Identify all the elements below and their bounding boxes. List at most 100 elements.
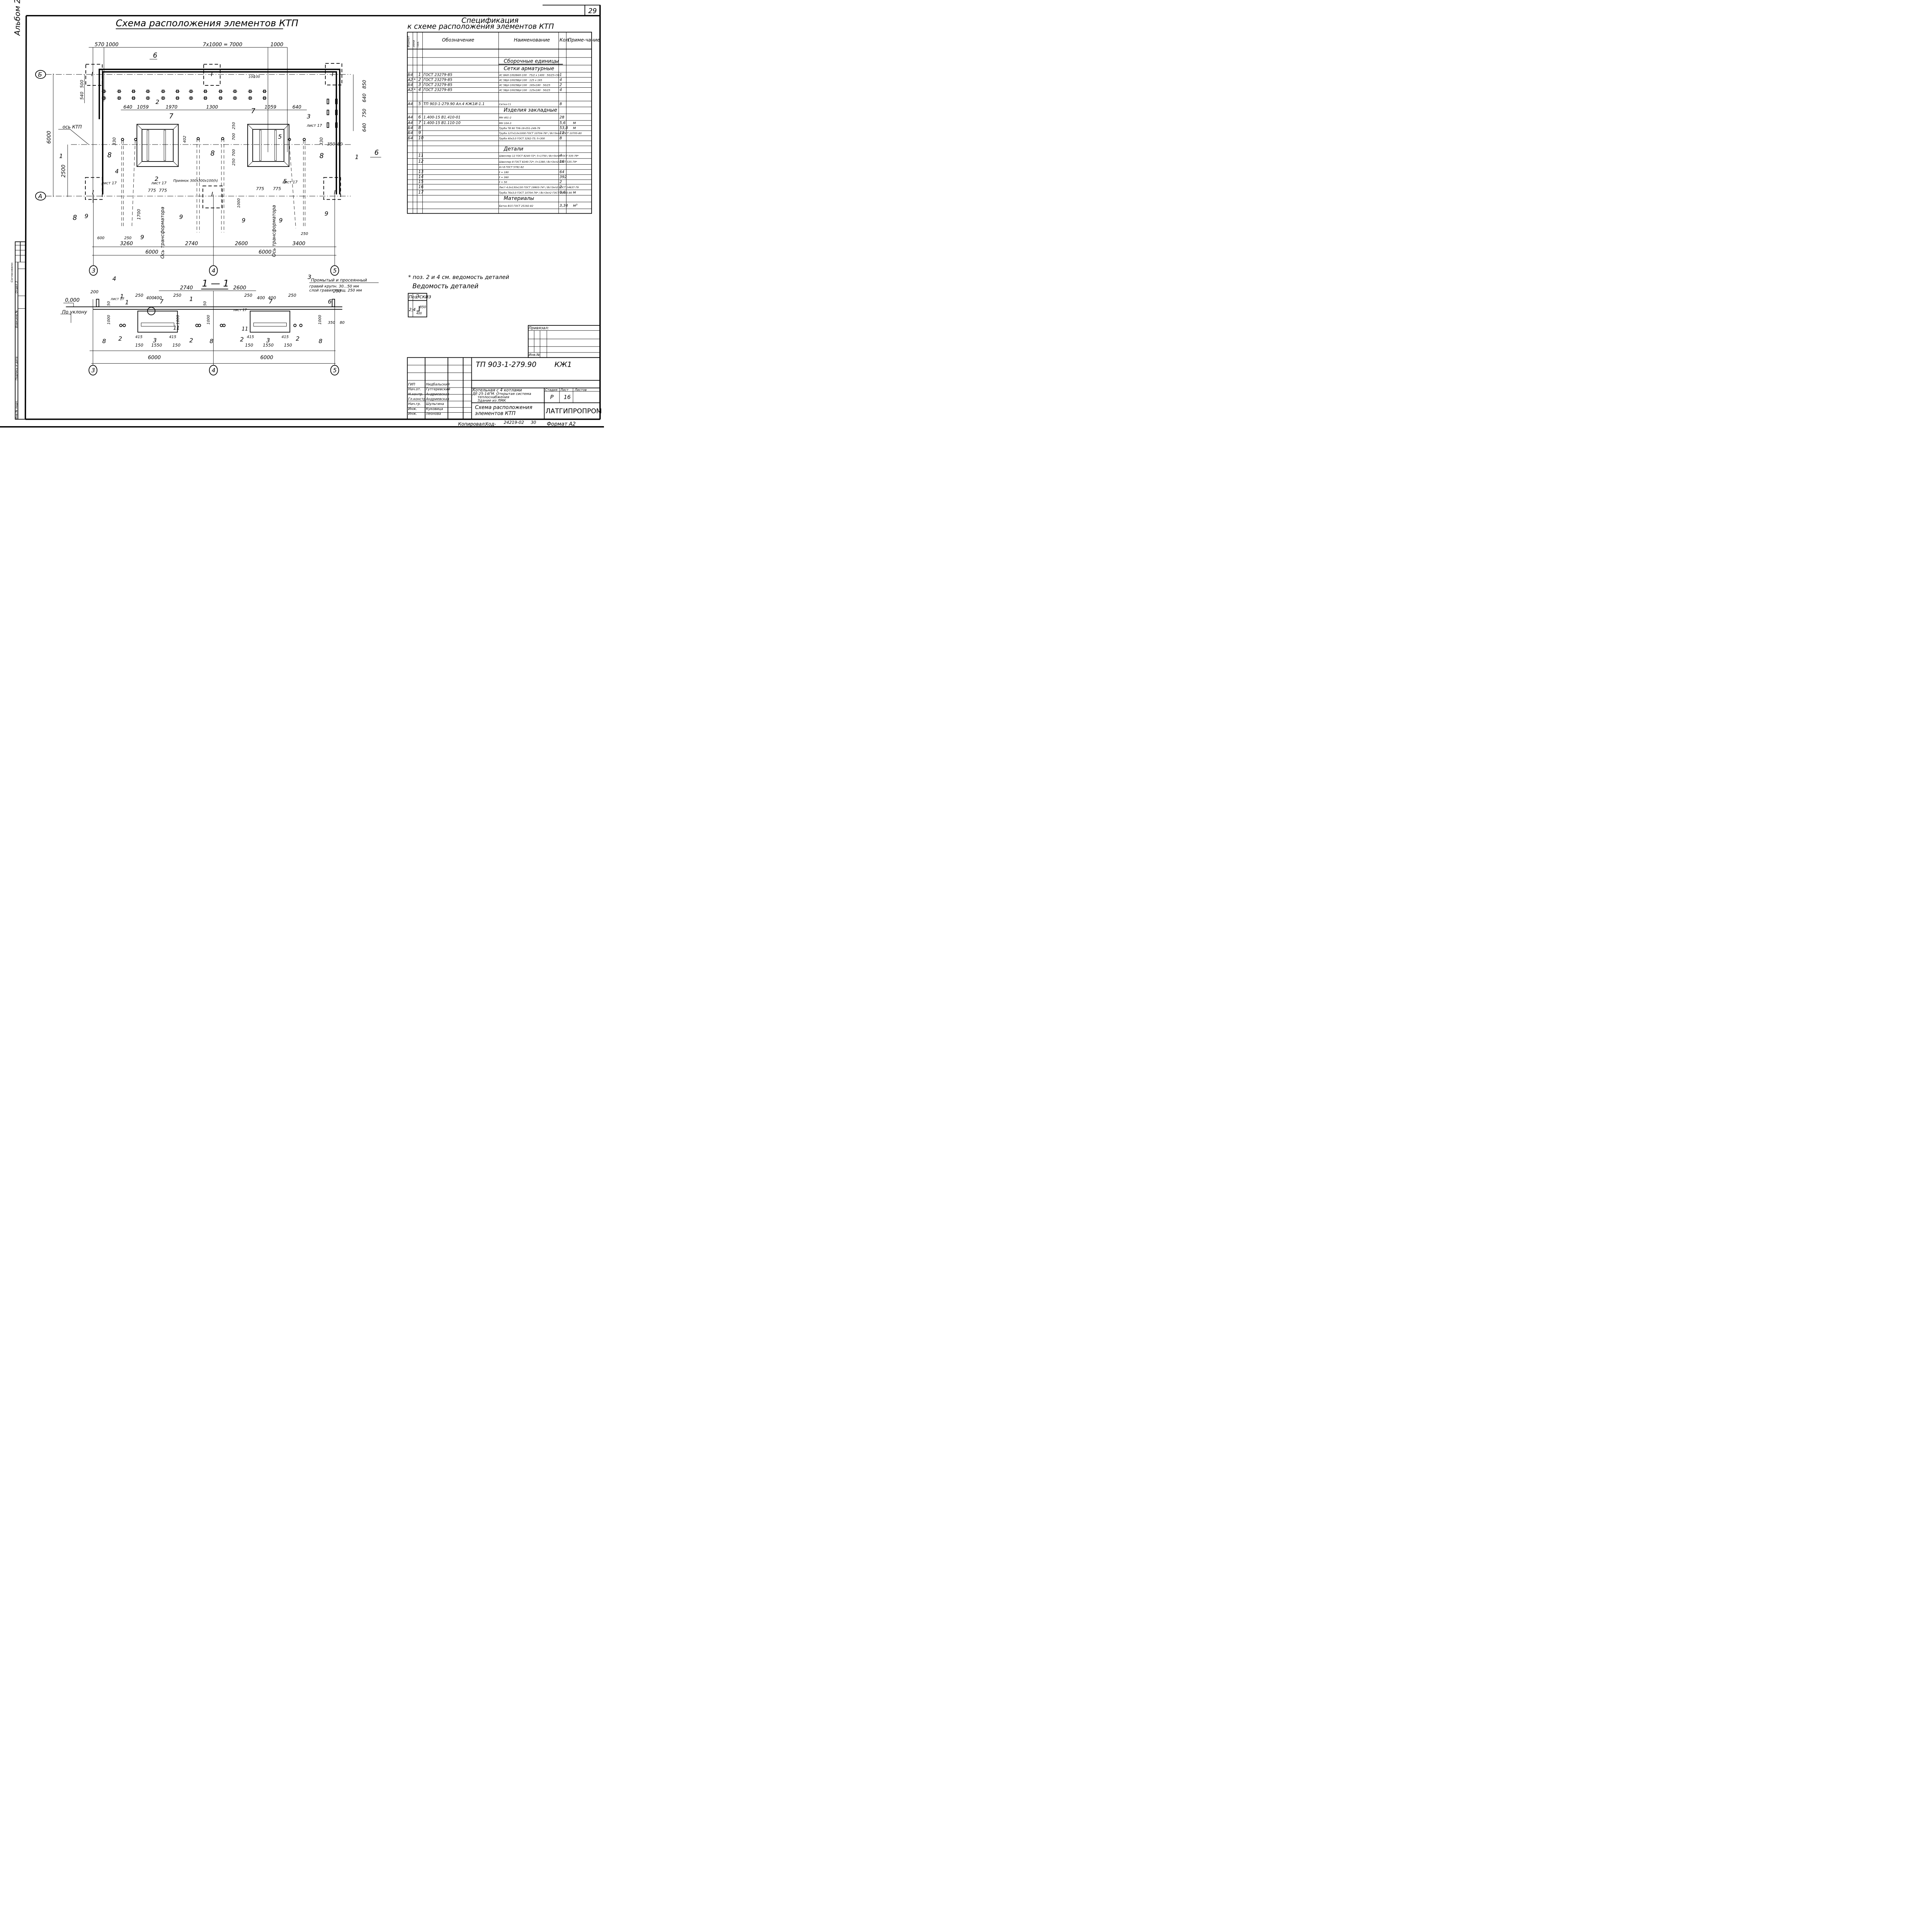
transformer-axis-right: Ось трансформатора bbox=[271, 205, 277, 257]
spec-qty: 28 bbox=[560, 116, 565, 120]
sec-dim-415-c: 415 bbox=[247, 335, 254, 339]
dim-80-r: 80 bbox=[337, 141, 343, 146]
embedded-plate bbox=[327, 99, 329, 104]
spec-pos: 16 bbox=[418, 185, 424, 189]
spec-name: ℓ = 180 bbox=[499, 171, 509, 174]
staff-row: Нач.гр.Шульгина bbox=[408, 402, 444, 406]
project-line-2: ДЕ-25-14ГМ. Открытая система bbox=[472, 392, 531, 396]
sheet-title-2: элементов КТП bbox=[475, 411, 515, 417]
spec-name: Лист 4,0х130х130 ГОСТ 19903-74* / Вст3кп… bbox=[499, 186, 579, 189]
transformer-axis-left: Ось трансформатора bbox=[160, 207, 165, 259]
details-title: Ведомость деталей bbox=[412, 282, 478, 290]
spec-designation: ГОСТ 23279-85 bbox=[423, 78, 452, 82]
sec-dim-350: 350 bbox=[328, 321, 335, 325]
spec-qty: 0,6 bbox=[560, 190, 566, 195]
spec-name: 4С 5ВрI-100/5ВрI-100 · 165х180 · 50/25 bbox=[499, 84, 550, 87]
copied-by-label: Копировал: bbox=[458, 421, 486, 427]
project-line-3: теплоснабжения bbox=[478, 395, 510, 400]
dim-775-1: 775 bbox=[148, 188, 156, 193]
sec-callout-2-d: 2 bbox=[296, 335, 300, 342]
spec-designation: ТП 903-1-279.90 Ал.4 КЖ1И-1.1 bbox=[423, 102, 485, 106]
sec-dim-415-d: 415 bbox=[281, 335, 289, 339]
sec-dim-50-b: 50 bbox=[203, 301, 207, 306]
svg-text:I: I bbox=[211, 71, 213, 78]
spec-title-1: Спецификация bbox=[461, 17, 519, 25]
staff-name: Куковица bbox=[426, 407, 443, 411]
staff-row: Инж.Куковица bbox=[408, 407, 443, 411]
attached-label: Привязал: bbox=[529, 326, 549, 330]
side-approved: Согласовано: bbox=[10, 262, 14, 282]
dim-1300: 1300 bbox=[206, 104, 218, 110]
spec-row: Сетки арматурные bbox=[504, 66, 554, 72]
spec-name: 4С 5ВрI-100/5ВрI-100 · 125х180 · 50/25 bbox=[499, 89, 550, 92]
spec-qty: 1 bbox=[560, 73, 562, 77]
spec-pos: 2 bbox=[418, 77, 421, 82]
sec-callout-8-c: 8 bbox=[319, 338, 323, 345]
dim-250-r: 250 bbox=[301, 232, 308, 236]
staff-role: Гл.констр bbox=[408, 398, 425, 401]
staff-name: Нидбальский bbox=[426, 383, 450, 386]
spec-footnote: * поз. 2 и 4 см. ведомость деталей bbox=[408, 274, 509, 281]
dim-330-right: 330 bbox=[319, 137, 324, 145]
dim-775-2: 775 bbox=[159, 188, 167, 193]
callout-6-top: 6 bbox=[153, 52, 157, 60]
axis-a: А bbox=[38, 193, 42, 200]
axis-5: 5 bbox=[333, 267, 337, 274]
spec-pos: 13 bbox=[418, 170, 423, 174]
svg-text:I: I bbox=[332, 71, 333, 78]
spec-qty: 8 bbox=[560, 102, 562, 106]
staff-name: Андриевская bbox=[425, 398, 449, 401]
spec-pos: 9 bbox=[418, 131, 421, 135]
spec-note: м bbox=[573, 126, 576, 130]
spec-qty: 53,8 bbox=[560, 126, 568, 130]
spec-qty: 4 bbox=[560, 154, 562, 158]
sec-callout-2-a: 2 bbox=[118, 335, 122, 342]
spec-format: Б4 bbox=[408, 73, 413, 77]
dim-3400: 3400 bbox=[293, 241, 305, 247]
section-view: 1 — 1 Промытый и просеянный гравий крупн… bbox=[60, 277, 379, 376]
staff-role: Нач.от. bbox=[408, 388, 421, 391]
dim-350-r: 350 bbox=[327, 141, 335, 146]
inv-label: Инв.№ bbox=[529, 353, 540, 357]
sec-callout-1-a: 1 bbox=[120, 293, 124, 300]
spec-pos: 3 bbox=[418, 83, 421, 87]
sec-axis-4: 4 bbox=[212, 367, 216, 374]
sec-callout-11-a: 11 bbox=[173, 325, 180, 331]
section-mark-3-top: 3 bbox=[307, 113, 311, 120]
spec-note: м³ bbox=[573, 204, 577, 208]
specification: Спецификация к схеме расположения элемен… bbox=[407, 17, 600, 281]
spec-header-6: Приме-чание bbox=[568, 37, 600, 43]
side-inv-label: Инв.№ подл. bbox=[15, 400, 18, 419]
dim-570: 570 bbox=[95, 42, 104, 48]
callout-7-left: 7 bbox=[169, 112, 173, 120]
dim-100-a: 100 bbox=[248, 75, 255, 79]
svg-text:I: I bbox=[91, 71, 93, 78]
spec-format: Б4 bbox=[408, 131, 413, 135]
spec-name: Материалы bbox=[504, 196, 534, 202]
side-sign-label: Подпись и дата bbox=[15, 356, 18, 380]
spec-row: 16 Лист 4,0х130х130 ГОСТ 19903-74* / Вст3… bbox=[418, 185, 579, 189]
dim-100-b: 100 bbox=[253, 75, 260, 79]
staff-role: Инж. bbox=[408, 412, 417, 416]
section-mark-1-left: 1 bbox=[59, 153, 63, 160]
dim-330-left: 330 bbox=[112, 137, 117, 145]
sec-dim-1000-a: 1000 bbox=[107, 315, 111, 325]
spec-name: МН 401-2 bbox=[499, 116, 512, 119]
staff-role: Н.контр. bbox=[408, 393, 423, 396]
spec-format: Б4 bbox=[408, 136, 413, 140]
sec-sheet-ref-b: лист 17 bbox=[233, 308, 247, 312]
dim-640-r1: 640 bbox=[362, 93, 367, 102]
dim-700-b: 700 bbox=[232, 149, 236, 156]
embedded-plate bbox=[335, 110, 338, 116]
sec-dim-250-3: 250 bbox=[244, 293, 252, 298]
section-mark-5-bottom: 5 bbox=[283, 178, 287, 185]
sec-callout-7-a: 7 bbox=[160, 298, 163, 305]
